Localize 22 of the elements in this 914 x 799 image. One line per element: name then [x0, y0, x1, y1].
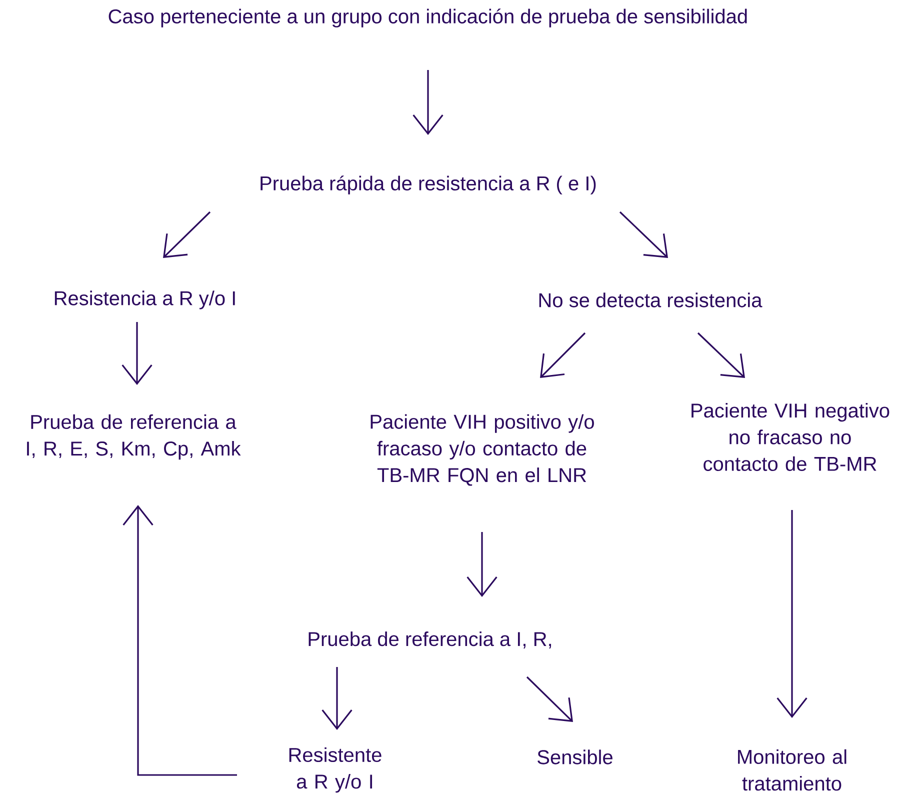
flow-text: Paciente VIH negativo no fracaso no contacto de TB-MR [692, 403, 890, 471]
arrow [697, 332, 745, 378]
arrow [412, 70, 444, 135]
flow-text: Resistente a R y/o I [289, 747, 382, 793]
arrow [163, 211, 211, 258]
flow-text: Prueba de referencia a I, R, E, S, Km, Cp, Amk [27, 414, 241, 460]
flow-text: Paciente VIH positivo y/o fracaso y/o contacto de TB-MR FQN en el LNR [370, 414, 594, 486]
arrow [526, 676, 573, 722]
flow-text: Caso perteneciente a un grupo con indicación de prueba de sensibilidad [108, 8, 747, 28]
flow-text: Sensible [538, 750, 612, 764]
flow-text: Resistencia a R y/o I [54, 290, 235, 310]
arrow [466, 532, 498, 597]
arrow [540, 332, 586, 378]
arrow [619, 211, 668, 258]
flow-text: Monitoreo al tratamiento [738, 749, 846, 791]
flow-text: Prueba de referencia a I, R, [308, 631, 552, 649]
arrow [776, 510, 808, 718]
arrow [122, 505, 237, 776]
flow-text: Prueba rápida de resistencia a R ( e I) [260, 176, 596, 194]
arrow [322, 667, 352, 730]
flow-text: No se detecta resistencia [539, 292, 762, 308]
arrow [122, 322, 152, 385]
